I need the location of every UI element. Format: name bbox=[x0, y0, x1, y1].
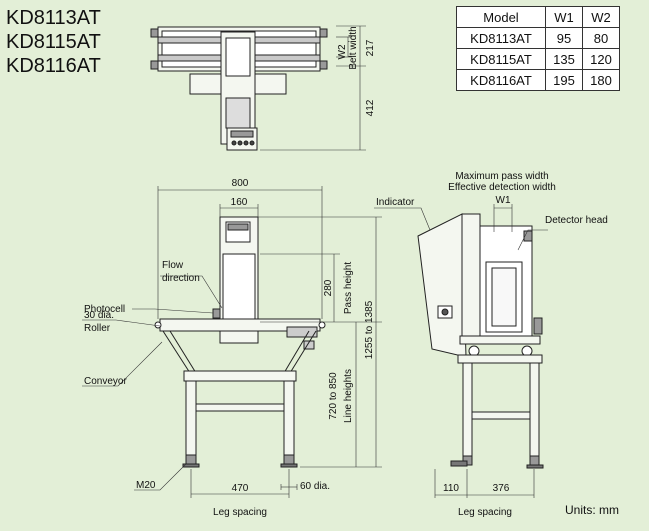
label-conveyor: Conveyor bbox=[84, 376, 127, 387]
label-roller: Roller bbox=[84, 323, 111, 334]
front-view-drawing bbox=[154, 216, 326, 468]
label-leg-spacing: Leg spacing bbox=[458, 507, 512, 518]
table-row: KD8116AT 195 180 bbox=[456, 69, 620, 91]
label-detector-head: Detector head bbox=[545, 215, 608, 226]
top-view-dimensions bbox=[260, 25, 366, 151]
dim-belt-width: Belt width bbox=[348, 26, 359, 69]
dim-160: 160 bbox=[231, 197, 248, 208]
dim-w1: W1 bbox=[496, 195, 511, 206]
dim-110: 110 bbox=[443, 483, 459, 494]
dim-376: 376 bbox=[493, 483, 510, 494]
model-list: KD8113AT KD8115AT KD8116AT bbox=[6, 6, 101, 78]
label-m20: M20 bbox=[136, 480, 156, 491]
table-cell: 195 bbox=[545, 69, 583, 91]
spec-table: Model W1 W2 KD8113AT 95 80 KD8115AT 135 … bbox=[456, 6, 620, 91]
dim-470: 470 bbox=[232, 483, 249, 494]
label-maximum-pass-width: Maximum pass width bbox=[455, 171, 548, 182]
label-photocell: Photocell bbox=[84, 304, 125, 315]
dim-412: 412 bbox=[365, 99, 376, 116]
side-view-dimensions bbox=[374, 204, 548, 498]
dim-1255-1385: 1255 to 1385 bbox=[364, 300, 375, 359]
dim-w2: W2 bbox=[337, 44, 348, 59]
dim-800: 800 bbox=[232, 178, 249, 189]
label-leg-spacing: Leg spacing bbox=[213, 507, 267, 518]
dim-280: 280 bbox=[323, 279, 334, 296]
dim-720-850: 720 to 850 bbox=[328, 372, 339, 420]
units-note: Units: mm bbox=[565, 503, 619, 517]
table-row: KD8115AT 135 120 bbox=[456, 48, 620, 70]
label-30-dia: 30 dia. bbox=[84, 310, 114, 321]
label-direction: direction bbox=[162, 273, 200, 284]
top-view-drawing bbox=[150, 26, 328, 151]
table-cell: KD8115AT bbox=[456, 48, 546, 70]
side-view-drawing bbox=[417, 213, 544, 469]
dim-217: 217 bbox=[365, 39, 376, 56]
label-effective-detection-width: Effective detection width bbox=[448, 182, 556, 193]
table-cell: 120 bbox=[582, 48, 620, 70]
label-flow: Flow bbox=[162, 260, 184, 271]
label-indicator: Indicator bbox=[376, 197, 415, 208]
label-pass-height: Pass height bbox=[343, 262, 354, 314]
model-name: KD8113AT bbox=[6, 7, 101, 29]
model-name: KD8115AT bbox=[6, 31, 101, 53]
front-view-dimensions bbox=[82, 186, 382, 498]
dim-60-dia: 60 dia. bbox=[300, 481, 330, 492]
model-name: KD8116AT bbox=[6, 55, 101, 77]
table-cell: 180 bbox=[582, 69, 620, 91]
label-line-heights: Line heights bbox=[343, 369, 354, 423]
